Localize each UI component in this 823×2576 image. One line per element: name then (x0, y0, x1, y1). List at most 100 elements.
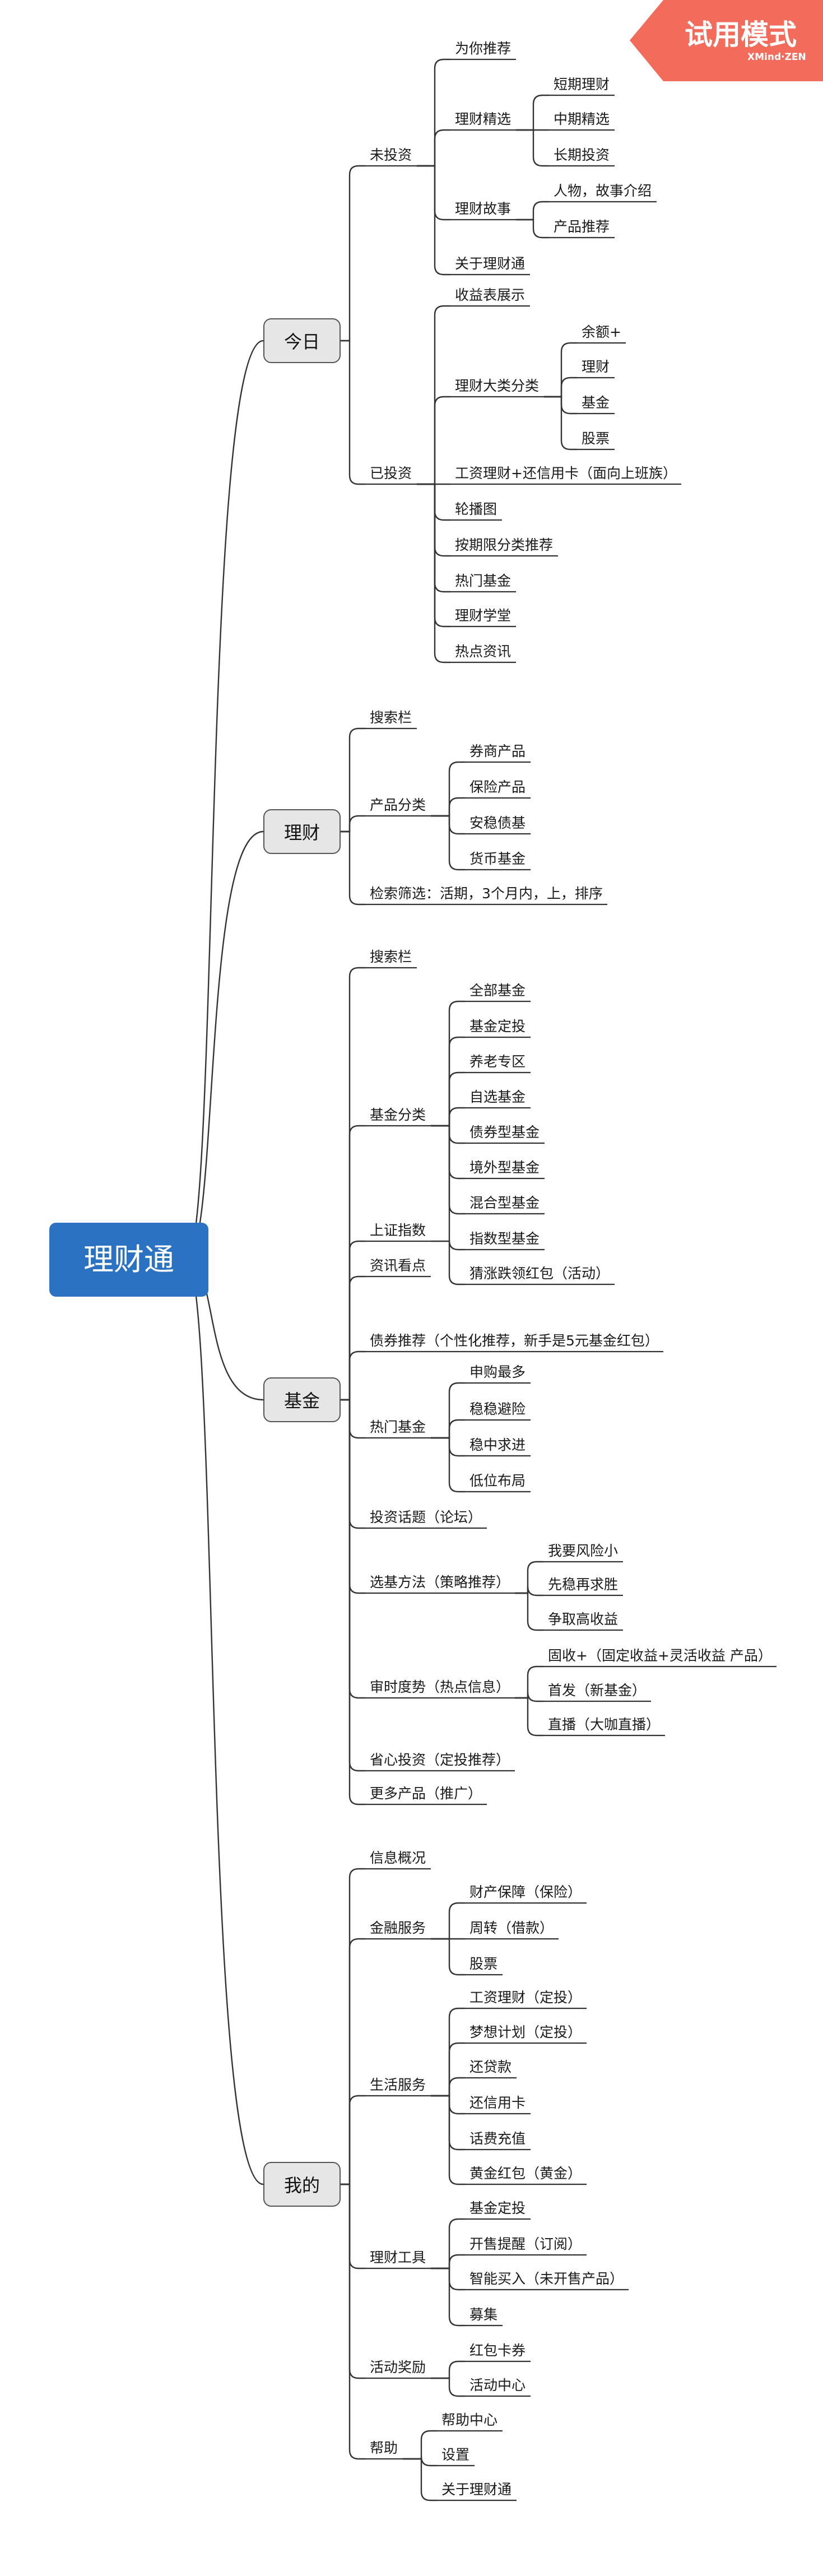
topic-1-1-4[interactable]: 关于理财通 (455, 256, 526, 272)
topic-3-2-6[interactable]: 境外型基金 (469, 1159, 540, 1176)
topic-3-2-1[interactable]: 全部基金 (469, 982, 526, 999)
topic-3-8-1[interactable]: 我要风险小 (548, 1543, 619, 1559)
branch-4-3-6-connector (431, 2095, 465, 2185)
topic-4-4-1[interactable]: 基金定投 (469, 2200, 526, 2216)
topic-3-9-3[interactable]: 直播（大咖直播） (548, 1716, 661, 1733)
topic-1-1-2[interactable]: 理财精选 (455, 111, 512, 127)
topic-1-1-3-2[interactable]: 产品推荐 (554, 219, 610, 235)
topic-4-4-4[interactable]: 募集 (469, 2306, 498, 2323)
topic-2-1[interactable]: 搜索栏 (370, 709, 412, 726)
branch-3-11-connector (341, 1399, 365, 1805)
topic-1-2-2-4[interactable]: 股票 (582, 430, 610, 447)
branch-3-5-connector (341, 1350, 365, 1401)
branch-1-1-connector (341, 165, 365, 342)
topic-4-3-3[interactable]: 还贷款 (469, 2059, 512, 2075)
main-topic-2[interactable]: 理财 (263, 809, 341, 854)
topic-4-3-1[interactable]: 工资理财（定投） (469, 1989, 582, 2006)
topic-1-2-6[interactable]: 热门基金 (455, 573, 512, 589)
topic-1-2-1[interactable]: 收益表展示 (455, 287, 526, 303)
topic-3-2-5[interactable]: 债券型基金 (469, 1124, 540, 1140)
topic-3-7[interactable]: 投资话题（论坛） (370, 1509, 482, 1525)
topic-4-5-2[interactable]: 活动中心 (469, 2377, 526, 2393)
topic-1-2-5[interactable]: 按期限分类推荐 (455, 537, 554, 553)
topic-1-1-3[interactable]: 理财故事 (455, 201, 512, 217)
topic-3-11[interactable]: 更多产品（推广） (370, 1785, 482, 1802)
branch-1-2-connector (341, 340, 365, 485)
branch-4-6-connector (341, 2183, 365, 2460)
topic-4-2-2[interactable]: 周转（借款） (469, 1920, 554, 1936)
topic-1-1-2-1[interactable]: 短期理财 (554, 76, 610, 92)
topic-1-2-8[interactable]: 热点资讯 (455, 643, 512, 660)
topic-3-3-1[interactable]: 猜涨跌领红包（活动） (469, 1265, 610, 1282)
topic-3-6-2[interactable]: 稳稳避险 (469, 1401, 526, 1417)
topic-4-6-3[interactable]: 关于理财通 (441, 2481, 512, 2498)
topic-3-2[interactable]: 基金分类 (370, 1107, 426, 1123)
topic-4-3-6[interactable]: 黄金红包（黄金） (469, 2165, 582, 2182)
topic-2-2-1[interactable]: 券商产品 (469, 743, 526, 759)
topic-3-6-1[interactable]: 申购最多 (469, 1364, 526, 1380)
topic-3-6[interactable]: 热门基金 (370, 1419, 426, 1435)
topic-4-6[interactable]: 帮助 (370, 2440, 398, 2456)
topic-3-4[interactable]: 资讯看点 (370, 1257, 426, 1274)
topic-1-2-2[interactable]: 理财大类分类 (455, 378, 540, 394)
branch-2-1-connector (341, 727, 365, 833)
topic-1-1[interactable]: 未投资 (370, 147, 412, 163)
topic-3-9[interactable]: 审时度势（热点信息） (370, 1679, 510, 1695)
topic-3-9-1[interactable]: 固收+（固定收益+灵活收益 产品） (548, 1647, 772, 1664)
topic-3-8[interactable]: 选基方法（策略推荐） (370, 1574, 510, 1590)
topic-4-3[interactable]: 生活服务 (370, 2077, 426, 2093)
topic-2-2[interactable]: 产品分类 (370, 797, 426, 813)
topic-4-2[interactable]: 金融服务 (370, 1920, 426, 1936)
topic-3-9-2[interactable]: 首发（新基金） (548, 1682, 647, 1698)
topic-2-2-3[interactable]: 安稳债基 (469, 815, 526, 831)
topic-1-1-3-1[interactable]: 人物，故事介绍 (554, 183, 652, 199)
topic-3-8-3[interactable]: 争取高收益 (548, 1611, 619, 1627)
topic-1-1-1[interactable]: 为你推荐 (455, 40, 512, 57)
main-topic-4[interactable]: 我的 (263, 2162, 341, 2207)
topic-4-4[interactable]: 理财工具 (370, 2249, 426, 2266)
topic-4-2-3[interactable]: 股票 (469, 1956, 498, 1972)
topic-1-2-2-3[interactable]: 基金 (582, 394, 610, 411)
topic-3-5[interactable]: 债券推荐（个性化推荐，新手是5元基金红包） (370, 1333, 659, 1349)
topic-3-2-3[interactable]: 养老专区 (469, 1053, 526, 1070)
topic-3-2-7[interactable]: 混合型基金 (469, 1195, 540, 1211)
topic-4-5[interactable]: 活动奖励 (370, 2359, 426, 2375)
topic-4-3-5[interactable]: 话费充值 (469, 2131, 526, 2147)
topic-3-6-3[interactable]: 稳中求进 (469, 1437, 526, 1453)
topic-1-2-2-1[interactable]: 余额+ (582, 324, 621, 340)
topic-3-8-2[interactable]: 先稳再求胜 (548, 1576, 619, 1593)
topic-4-4-2[interactable]: 开售提醒（订阅） (469, 2236, 582, 2252)
topic-2-3[interactable]: 检索筛选：活期，3个月内，上，排序 (370, 885, 603, 902)
topic-1-2-7[interactable]: 理财学堂 (455, 607, 512, 624)
branch-3-6-3-connector (431, 1437, 465, 1457)
main-topic-3[interactable]: 基金 (263, 1377, 341, 1422)
topic-1-2-3[interactable]: 工资理财+还信用卡（面向上班族） (455, 465, 677, 481)
topic-3-1[interactable]: 搜索栏 (370, 949, 412, 965)
topic-1-2-4[interactable]: 轮播图 (455, 501, 497, 517)
topic-3-2-2[interactable]: 基金定投 (469, 1018, 526, 1034)
topic-4-6-1[interactable]: 帮助中心 (441, 2412, 498, 2428)
topic-1-1-2-2[interactable]: 中期精选 (554, 111, 610, 127)
main-topic-1[interactable]: 今日 (263, 318, 341, 363)
root-topic[interactable]: 理财通 (49, 1223, 208, 1297)
topic-3-10[interactable]: 省心投资（定投推荐） (370, 1752, 510, 1768)
topic-3-2-8[interactable]: 指数型基金 (469, 1231, 540, 1247)
topic-3-2-4[interactable]: 自选基金 (469, 1089, 526, 1105)
topic-4-3-2[interactable]: 梦想计划（定投） (469, 2024, 582, 2040)
topic-4-6-2[interactable]: 设置 (441, 2447, 470, 2463)
branch-1-2-6-connector (417, 483, 450, 593)
branch-3-4-connector (341, 1275, 365, 1401)
topic-1-1-2-3[interactable]: 长期投资 (554, 147, 610, 163)
topic-4-2-1[interactable]: 财产保障（保险） (469, 1884, 582, 1900)
topic-4-1[interactable]: 信息概况 (370, 1850, 426, 1866)
topic-1-2[interactable]: 已投资 (370, 465, 412, 481)
topic-3-3[interactable]: 上证指数 (370, 1222, 426, 1238)
topic-2-2-2[interactable]: 保险产品 (469, 779, 526, 795)
topic-4-4-3[interactable]: 智能买入（未开售产品） (469, 2271, 624, 2287)
topic-1-2-2-2[interactable]: 理财 (582, 359, 610, 375)
topic-4-5-1[interactable]: 红包卡券 (469, 2342, 526, 2359)
topic-3-6-4[interactable]: 低位布局 (469, 1473, 526, 1489)
topic-4-3-4[interactable]: 还信用卡 (469, 2095, 526, 2111)
topic-2-2-4[interactable]: 货币基金 (469, 851, 526, 867)
